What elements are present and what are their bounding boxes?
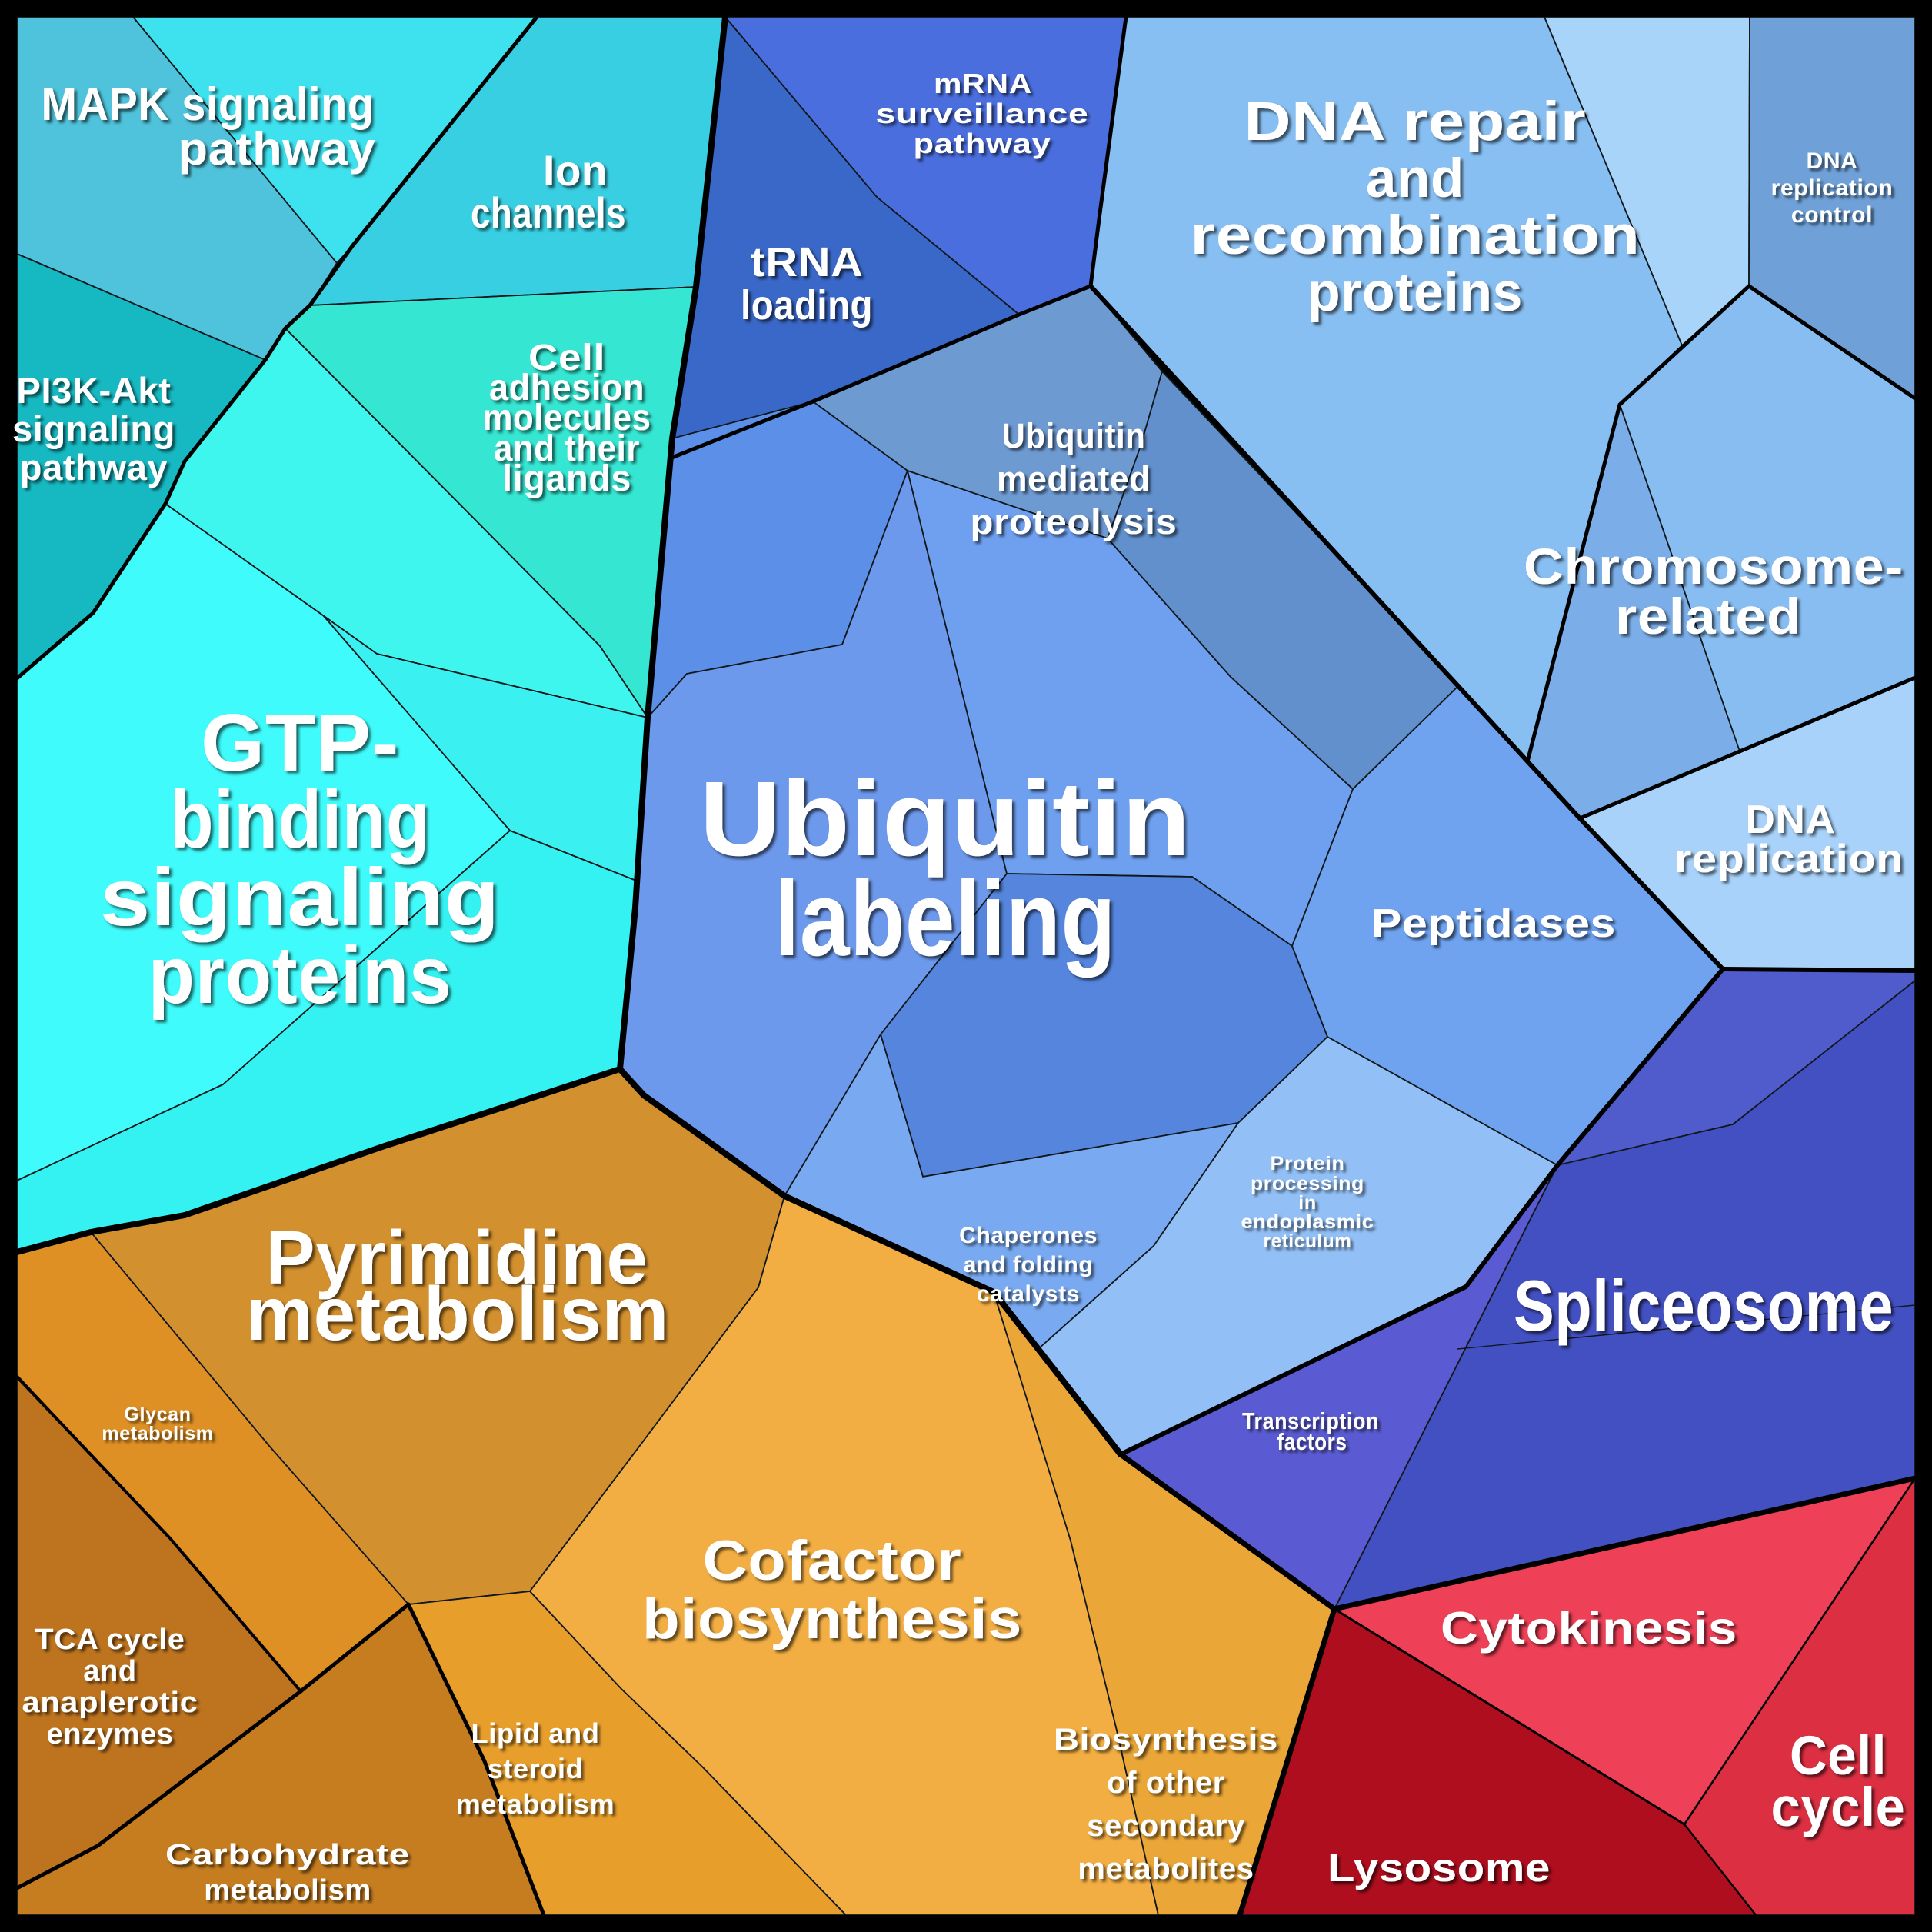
svg-text:factors: factors (1277, 1428, 1347, 1455)
svg-text:proteolysis: proteolysis (971, 502, 1178, 541)
svg-text:Ubiquitin: Ubiquitin (1002, 416, 1146, 455)
svg-text:mRNA: mRNA (934, 68, 1032, 99)
svg-text:signaling: signaling (100, 852, 500, 943)
svg-text:related: related (1615, 588, 1801, 645)
svg-text:Spliceosome: Spliceosome (1514, 1265, 1894, 1346)
svg-text:reticulum: reticulum (1264, 1231, 1352, 1252)
svg-text:Glycan: Glycan (124, 1404, 191, 1425)
svg-text:metabolism: metabolism (102, 1423, 213, 1444)
svg-text:Cell: Cell (528, 338, 605, 378)
svg-text:pathway: pathway (178, 123, 376, 175)
svg-text:Cell: Cell (1790, 1726, 1887, 1787)
svg-text:metabolism: metabolism (246, 1271, 669, 1356)
svg-text:biosynthesis: biosynthesis (642, 1588, 1022, 1651)
svg-text:Ubiquitin: Ubiquitin (700, 760, 1191, 878)
svg-text:Transcription: Transcription (1242, 1407, 1379, 1434)
svg-text:tRNA: tRNA (751, 239, 864, 285)
svg-text:replication: replication (1674, 837, 1904, 881)
svg-text:molecules: molecules (483, 398, 651, 438)
svg-text:Cofactor: Cofactor (703, 1530, 962, 1592)
svg-text:processing: processing (1251, 1173, 1364, 1194)
svg-text:Peptidases: Peptidases (1371, 901, 1616, 946)
svg-text:Ion: Ion (543, 146, 608, 195)
svg-text:and their: and their (494, 428, 640, 469)
svg-text:Biosynthesis: Biosynthesis (1054, 1723, 1278, 1757)
svg-text:TCA cycle: TCA cycle (35, 1624, 185, 1656)
svg-text:pathway: pathway (20, 447, 168, 488)
svg-text:ligands: ligands (502, 458, 631, 499)
svg-text:secondary: secondary (1087, 1809, 1245, 1843)
svg-text:MAPK signaling: MAPK signaling (42, 78, 375, 130)
svg-text:channels: channels (471, 188, 626, 237)
svg-text:endoplasmic: endoplasmic (1241, 1211, 1374, 1233)
svg-text:pathway: pathway (914, 128, 1051, 159)
svg-text:loading: loading (741, 282, 873, 328)
svg-text:steroid: steroid (488, 1753, 584, 1784)
svg-text:catalysts: catalysts (977, 1281, 1080, 1307)
svg-text:Lysosome: Lysosome (1327, 1846, 1551, 1890)
svg-text:metabolites: metabolites (1078, 1852, 1254, 1886)
svg-text:Lipid and: Lipid and (471, 1717, 600, 1749)
svg-text:and folding: and folding (964, 1252, 1094, 1277)
svg-text:anaplerotic: anaplerotic (22, 1687, 198, 1719)
svg-text:cycle: cycle (1771, 1777, 1906, 1838)
svg-text:Chaperones: Chaperones (959, 1223, 1098, 1248)
svg-text:mediated: mediated (997, 459, 1151, 498)
svg-text:surveillance: surveillance (876, 98, 1089, 129)
svg-text:metabolism: metabolism (456, 1788, 615, 1820)
svg-text:Carbohydrate: Carbohydrate (165, 1839, 410, 1871)
svg-text:in: in (1298, 1192, 1317, 1214)
svg-text:binding: binding (170, 774, 430, 865)
svg-text:recombination: recombination (1191, 205, 1641, 266)
svg-text:signaling: signaling (12, 408, 175, 449)
svg-text:and: and (1366, 148, 1464, 209)
svg-text:replication: replication (1771, 175, 1894, 201)
svg-text:Protein: Protein (1271, 1153, 1345, 1174)
svg-text:DNA: DNA (1746, 798, 1836, 842)
svg-text:Chromosome-: Chromosome- (1524, 538, 1904, 595)
svg-text:proteins: proteins (148, 930, 452, 1021)
svg-text:and: and (83, 1655, 136, 1687)
svg-text:PI3K-Akt: PI3K-Akt (17, 370, 172, 411)
svg-text:labeling: labeling (774, 860, 1116, 978)
svg-text:DNA repair: DNA repair (1244, 92, 1587, 152)
svg-text:Cytokinesis: Cytokinesis (1441, 1603, 1737, 1654)
svg-text:enzymes: enzymes (46, 1718, 173, 1750)
svg-text:metabolism: metabolism (204, 1874, 371, 1907)
svg-text:DNA: DNA (1807, 148, 1858, 174)
svg-text:proteins: proteins (1307, 262, 1523, 323)
svg-text:of other: of other (1107, 1766, 1225, 1800)
svg-text:GTP-: GTP- (201, 698, 399, 788)
svg-text:adhesion: adhesion (489, 368, 645, 408)
svg-text:control: control (1791, 202, 1873, 228)
svg-text:Pyrimidine: Pyrimidine (266, 1215, 648, 1300)
